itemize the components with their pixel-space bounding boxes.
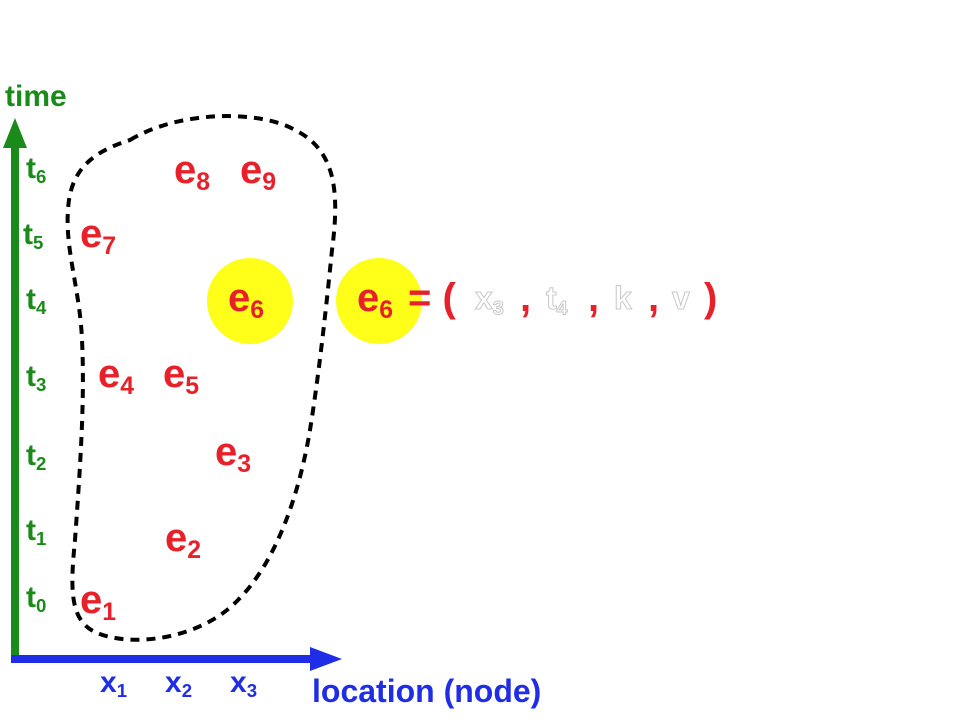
event-e9: e9 xyxy=(240,148,277,196)
time-tick-t4: t4 xyxy=(26,283,47,319)
formula-equals-open: = ( xyxy=(408,276,456,320)
event-e4: e4 xyxy=(98,352,135,400)
time-tick-t3: t3 xyxy=(26,360,47,396)
highlight-circle-e6 xyxy=(207,258,293,344)
formula-time: t4 xyxy=(546,280,569,320)
location-tick-x1: x1 xyxy=(100,666,128,702)
time-axis-label: time xyxy=(5,80,67,113)
location-tick-x2: x2 xyxy=(165,666,193,702)
location-tick-x3: x3 xyxy=(230,666,258,702)
formula-location: x3 xyxy=(475,280,505,320)
event-e7: e7 xyxy=(80,212,117,260)
location-axis-label: location (node) xyxy=(312,673,542,709)
location-axis-arrowhead xyxy=(310,647,342,671)
time-tick-t2: t2 xyxy=(26,439,47,475)
time-tick-t5: t5 xyxy=(23,218,44,254)
event-set-boundary xyxy=(65,114,338,642)
event-e6: e6 xyxy=(228,276,265,324)
formula-comma-3: , xyxy=(648,276,660,320)
event-e3: e3 xyxy=(215,430,252,478)
event-e8: e8 xyxy=(174,148,211,196)
event-e1: e1 xyxy=(80,578,117,626)
highlight-circle-formula-e6 xyxy=(336,258,422,344)
time-axis-arrowhead xyxy=(3,118,27,148)
time-tick-t1: t1 xyxy=(26,514,47,550)
time-tick-t0: t0 xyxy=(26,581,47,617)
event-e2: e2 xyxy=(165,516,202,564)
formula-comma-1: , xyxy=(520,276,532,320)
event-e5: e5 xyxy=(163,352,200,400)
formula-event: e6 xyxy=(357,276,394,324)
formula-value: v xyxy=(672,280,691,316)
time-tick-t6: t6 xyxy=(26,152,47,188)
formula-close: ) xyxy=(704,276,718,320)
formula-comma-2: , xyxy=(588,276,600,320)
formula-key: k xyxy=(614,280,633,316)
